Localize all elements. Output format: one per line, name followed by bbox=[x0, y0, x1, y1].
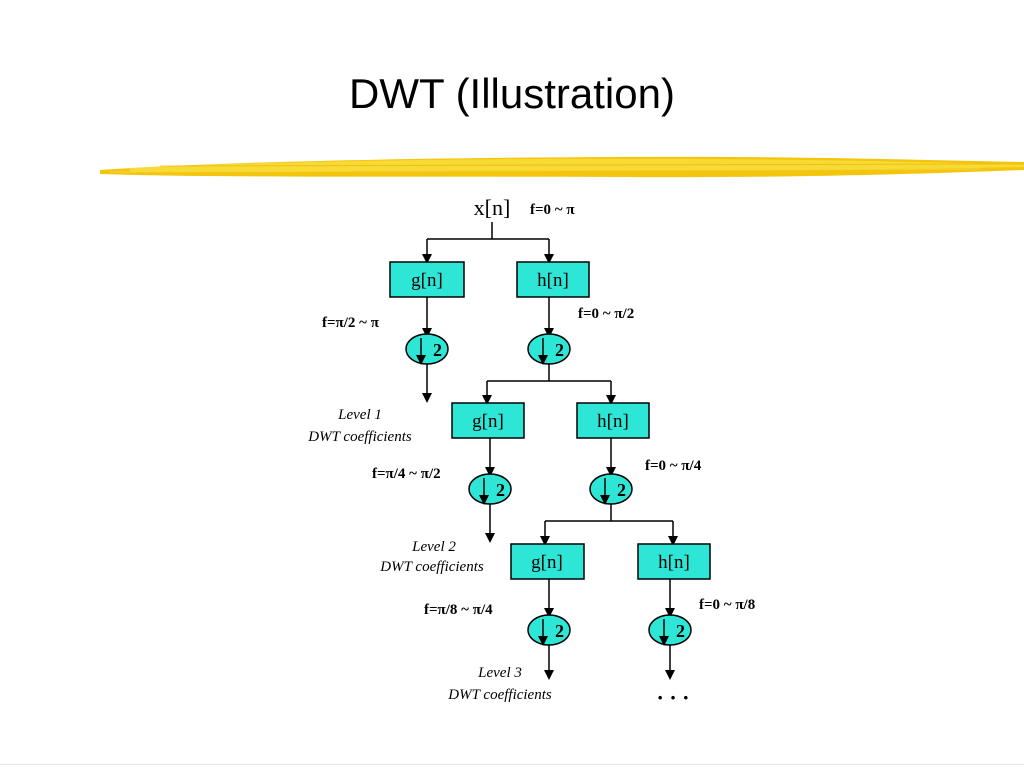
stage2-h-downsample-factor: 2 bbox=[617, 480, 626, 500]
level3-coefficients-title: Level 3 bbox=[477, 665, 522, 681]
continuation-ellipsis: · · · bbox=[656, 685, 689, 710]
stage3-h-downsample-factor: 2 bbox=[676, 621, 685, 641]
stage1-h-downsampler: 2 bbox=[527, 333, 571, 365]
level3-coefficients-subtitle: DWT coefficients bbox=[447, 687, 552, 703]
level1-coefficients-title: Level 1 bbox=[337, 407, 382, 423]
stage1-g-filter: g[n] bbox=[389, 261, 465, 298]
stage2-h-frequency-range: f=0 ~ π/4 bbox=[645, 458, 702, 474]
input-frequency-range: f=0 ~ π bbox=[530, 202, 575, 218]
stage3-g-downsampler: 2 bbox=[527, 614, 571, 646]
stage3-h-frequency-range: f=0 ~ π/8 bbox=[699, 597, 755, 613]
stage1-g-downsampler: 2 bbox=[405, 333, 449, 365]
stage3-h-filter: h[n] bbox=[637, 543, 711, 580]
title-underline-brush bbox=[100, 156, 1024, 178]
stage3-g-filter-label: g[n] bbox=[531, 552, 563, 573]
level1-coefficients-subtitle: DWT coefficients bbox=[307, 429, 412, 445]
stage2-h-filter: h[n] bbox=[576, 402, 650, 439]
stage2-h-filter-label: h[n] bbox=[597, 411, 629, 432]
stage1-h-downsample-factor: 2 bbox=[555, 340, 564, 360]
stage2-g-downsampler: 2 bbox=[468, 473, 512, 505]
stage2-h-downsampler: 2 bbox=[589, 473, 633, 505]
stage2-g-downsample-factor: 2 bbox=[496, 480, 505, 500]
stage3-h-downsampler: 2 bbox=[648, 614, 692, 646]
level2-coefficients-title: Level 2 bbox=[411, 539, 456, 555]
stage3-h-filter-label: h[n] bbox=[658, 552, 690, 573]
stage1-h-filter-label: h[n] bbox=[537, 270, 569, 291]
stage1-g-downsample-factor: 2 bbox=[433, 340, 442, 360]
stage3-g-downsample-factor: 2 bbox=[555, 621, 564, 641]
input-signal-label: x[n] bbox=[474, 195, 511, 220]
slide-title: DWT (Illustration) bbox=[349, 70, 675, 117]
stage1-h-filter: h[n] bbox=[516, 261, 590, 298]
footer-divider bbox=[0, 764, 1024, 765]
level2-coefficients-subtitle: DWT coefficients bbox=[379, 559, 484, 575]
stage3-g-filter: g[n] bbox=[510, 543, 585, 580]
stage2-g-filter-label: g[n] bbox=[472, 411, 504, 432]
stage3-g-frequency-range: f=π/8 ~ π/4 bbox=[424, 602, 493, 618]
stage1-g-filter-label: g[n] bbox=[411, 270, 443, 291]
stage2-g-filter: g[n] bbox=[451, 402, 525, 439]
stage1-h-frequency-range: f=0 ~ π/2 bbox=[578, 306, 634, 322]
stage1-g-frequency-range: f=π/2 ~ π bbox=[322, 315, 380, 331]
stage2-g-frequency-range: f=π/4 ~ π/2 bbox=[372, 466, 441, 482]
